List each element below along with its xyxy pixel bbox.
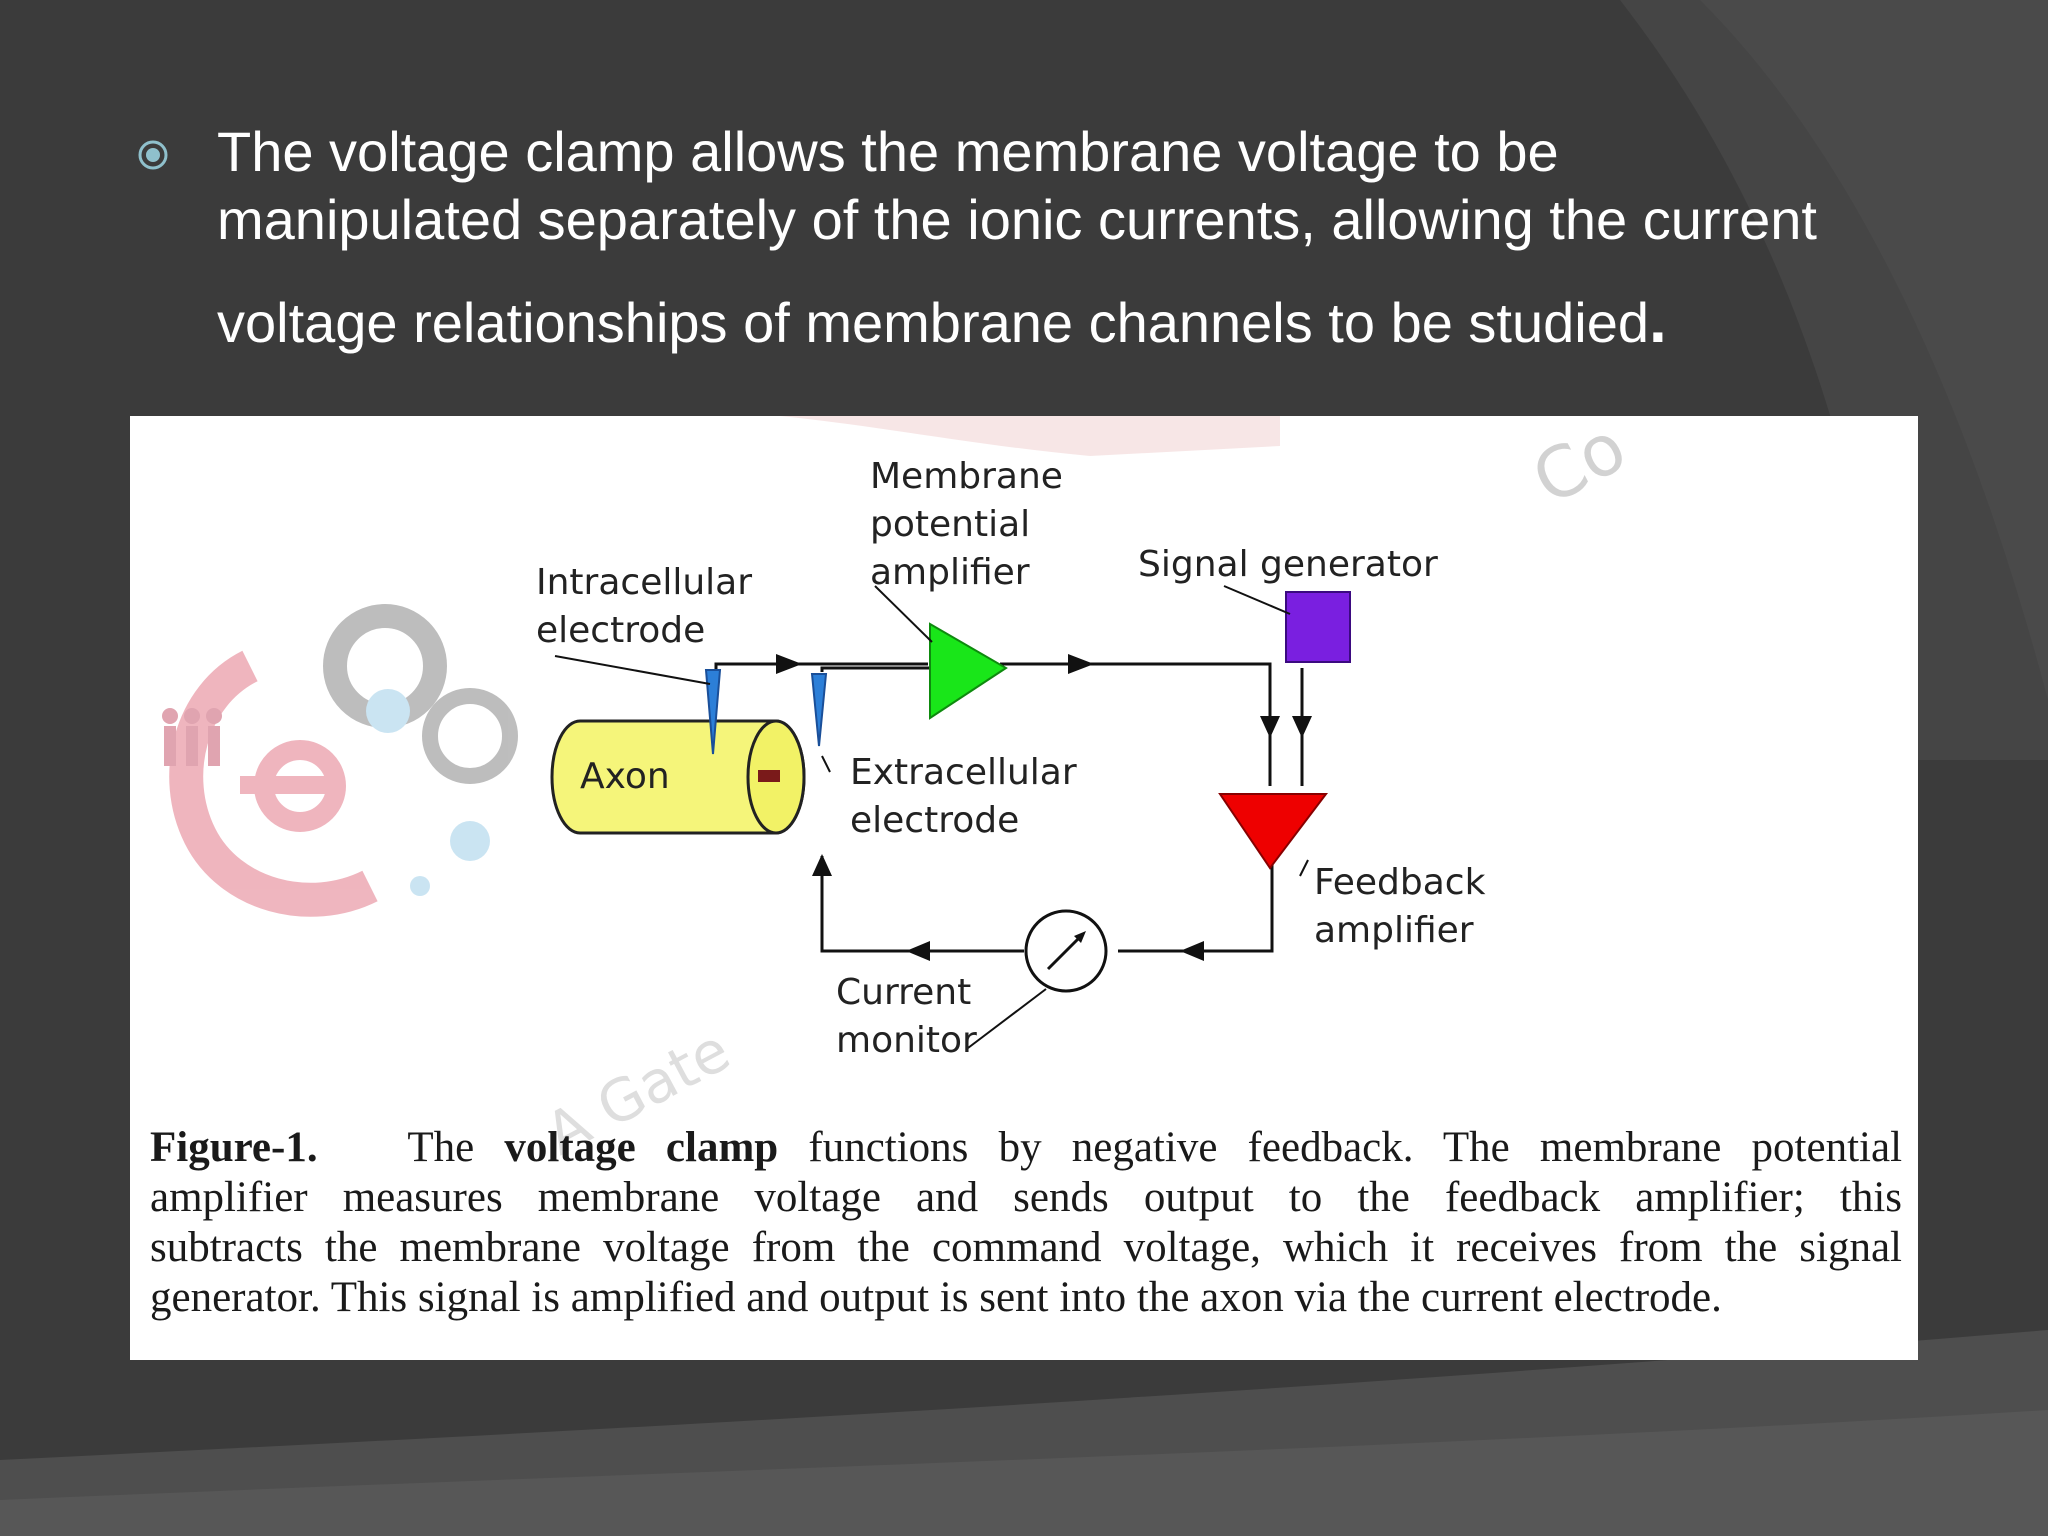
- label-intracellular-line-1: Intracellular: [536, 562, 752, 603]
- label-membrane-line-2: potential: [870, 504, 1030, 545]
- feedback-amplifier-icon: [1218, 793, 1329, 870]
- label-extracellular-line-2: electrode: [850, 800, 1019, 841]
- membrane-potential-amplifier-icon: [929, 622, 1008, 720]
- current-electrode: [758, 770, 780, 782]
- label-feedback-line-2: amplifier: [1314, 910, 1474, 951]
- watermark-text-top: Co: [1519, 416, 1638, 521]
- voltage-clamp-diagram: Co A Gate: [162, 416, 1639, 1168]
- circle-bullet-icon: [138, 140, 168, 170]
- label-extracellular-line-1: Extracellular: [850, 752, 1077, 793]
- axon: [550, 719, 806, 835]
- bullet-period: .: [1649, 284, 1667, 356]
- label-signal-generator: Signal generator: [1138, 544, 1438, 585]
- label-membrane-line-1: Membrane: [870, 456, 1063, 497]
- caption-line-2: amplifier measures membrane voltage and …: [150, 1174, 1902, 1221]
- caption-bold-term: voltage clamp: [504, 1124, 779, 1171]
- caption-line-1-b: functions by negative feedback. The memb…: [808, 1124, 1903, 1171]
- caption-line-3: subtracts the membrane voltage from the …: [150, 1224, 1902, 1271]
- label-current-monitor: Current monitor: [836, 972, 977, 1061]
- caption-figure-label: Figure-1.: [150, 1124, 318, 1171]
- bullet-text-line-3-content: voltage relationships of membrane channe…: [217, 291, 1649, 354]
- voltage-clamp-figure: Co A Gate: [130, 416, 1918, 1360]
- label-membrane-line-3: amplifier: [870, 552, 1030, 593]
- label-current-line-2: monitor: [836, 1020, 977, 1061]
- figure-caption: Figure-1. The voltage clamp functions by…: [150, 1123, 1902, 1323]
- label-intracellular-line-2: electrode: [536, 610, 705, 651]
- label-membrane-potential-amplifier: Membrane potential amplifier: [870, 456, 1063, 593]
- watermark-band: [780, 416, 1280, 456]
- bullet-text: The voltage clamp allows the membrane vo…: [217, 118, 1957, 357]
- watermark-logo: [162, 604, 518, 917]
- label-extracellular-electrode: Extracellular electrode: [850, 752, 1077, 841]
- label-intracellular-electrode: Intracellular electrode: [536, 562, 752, 651]
- bullet-text-line-1: The voltage clamp allows the membrane vo…: [217, 120, 1559, 183]
- label-feedback-line-1: Feedback: [1314, 862, 1486, 903]
- caption-line-1-a: The: [407, 1124, 475, 1171]
- arrowheads: [776, 654, 1312, 961]
- caption-line-1: Figure-1. The voltage clamp functions by…: [150, 1123, 1902, 1173]
- label-current-line-1: Current: [836, 972, 971, 1013]
- label-feedback-amplifier: Feedback amplifier: [1314, 862, 1486, 951]
- extracellular-electrode-icon: [810, 673, 828, 747]
- signal-generator-icon: [1285, 591, 1351, 663]
- axon-label: Axon: [580, 756, 670, 797]
- intracellular-electrode-icon: [704, 669, 722, 755]
- leader-lines: [554, 585, 1309, 1049]
- bullet-text-line-2: manipulated separately of the ionic curr…: [217, 188, 1817, 251]
- current-monitor-icon: [1024, 909, 1108, 993]
- caption-line-4: generator. This signal is amplified and …: [150, 1274, 1722, 1321]
- bullet-text-line-3: voltage relationships of membrane channe…: [217, 286, 1957, 357]
